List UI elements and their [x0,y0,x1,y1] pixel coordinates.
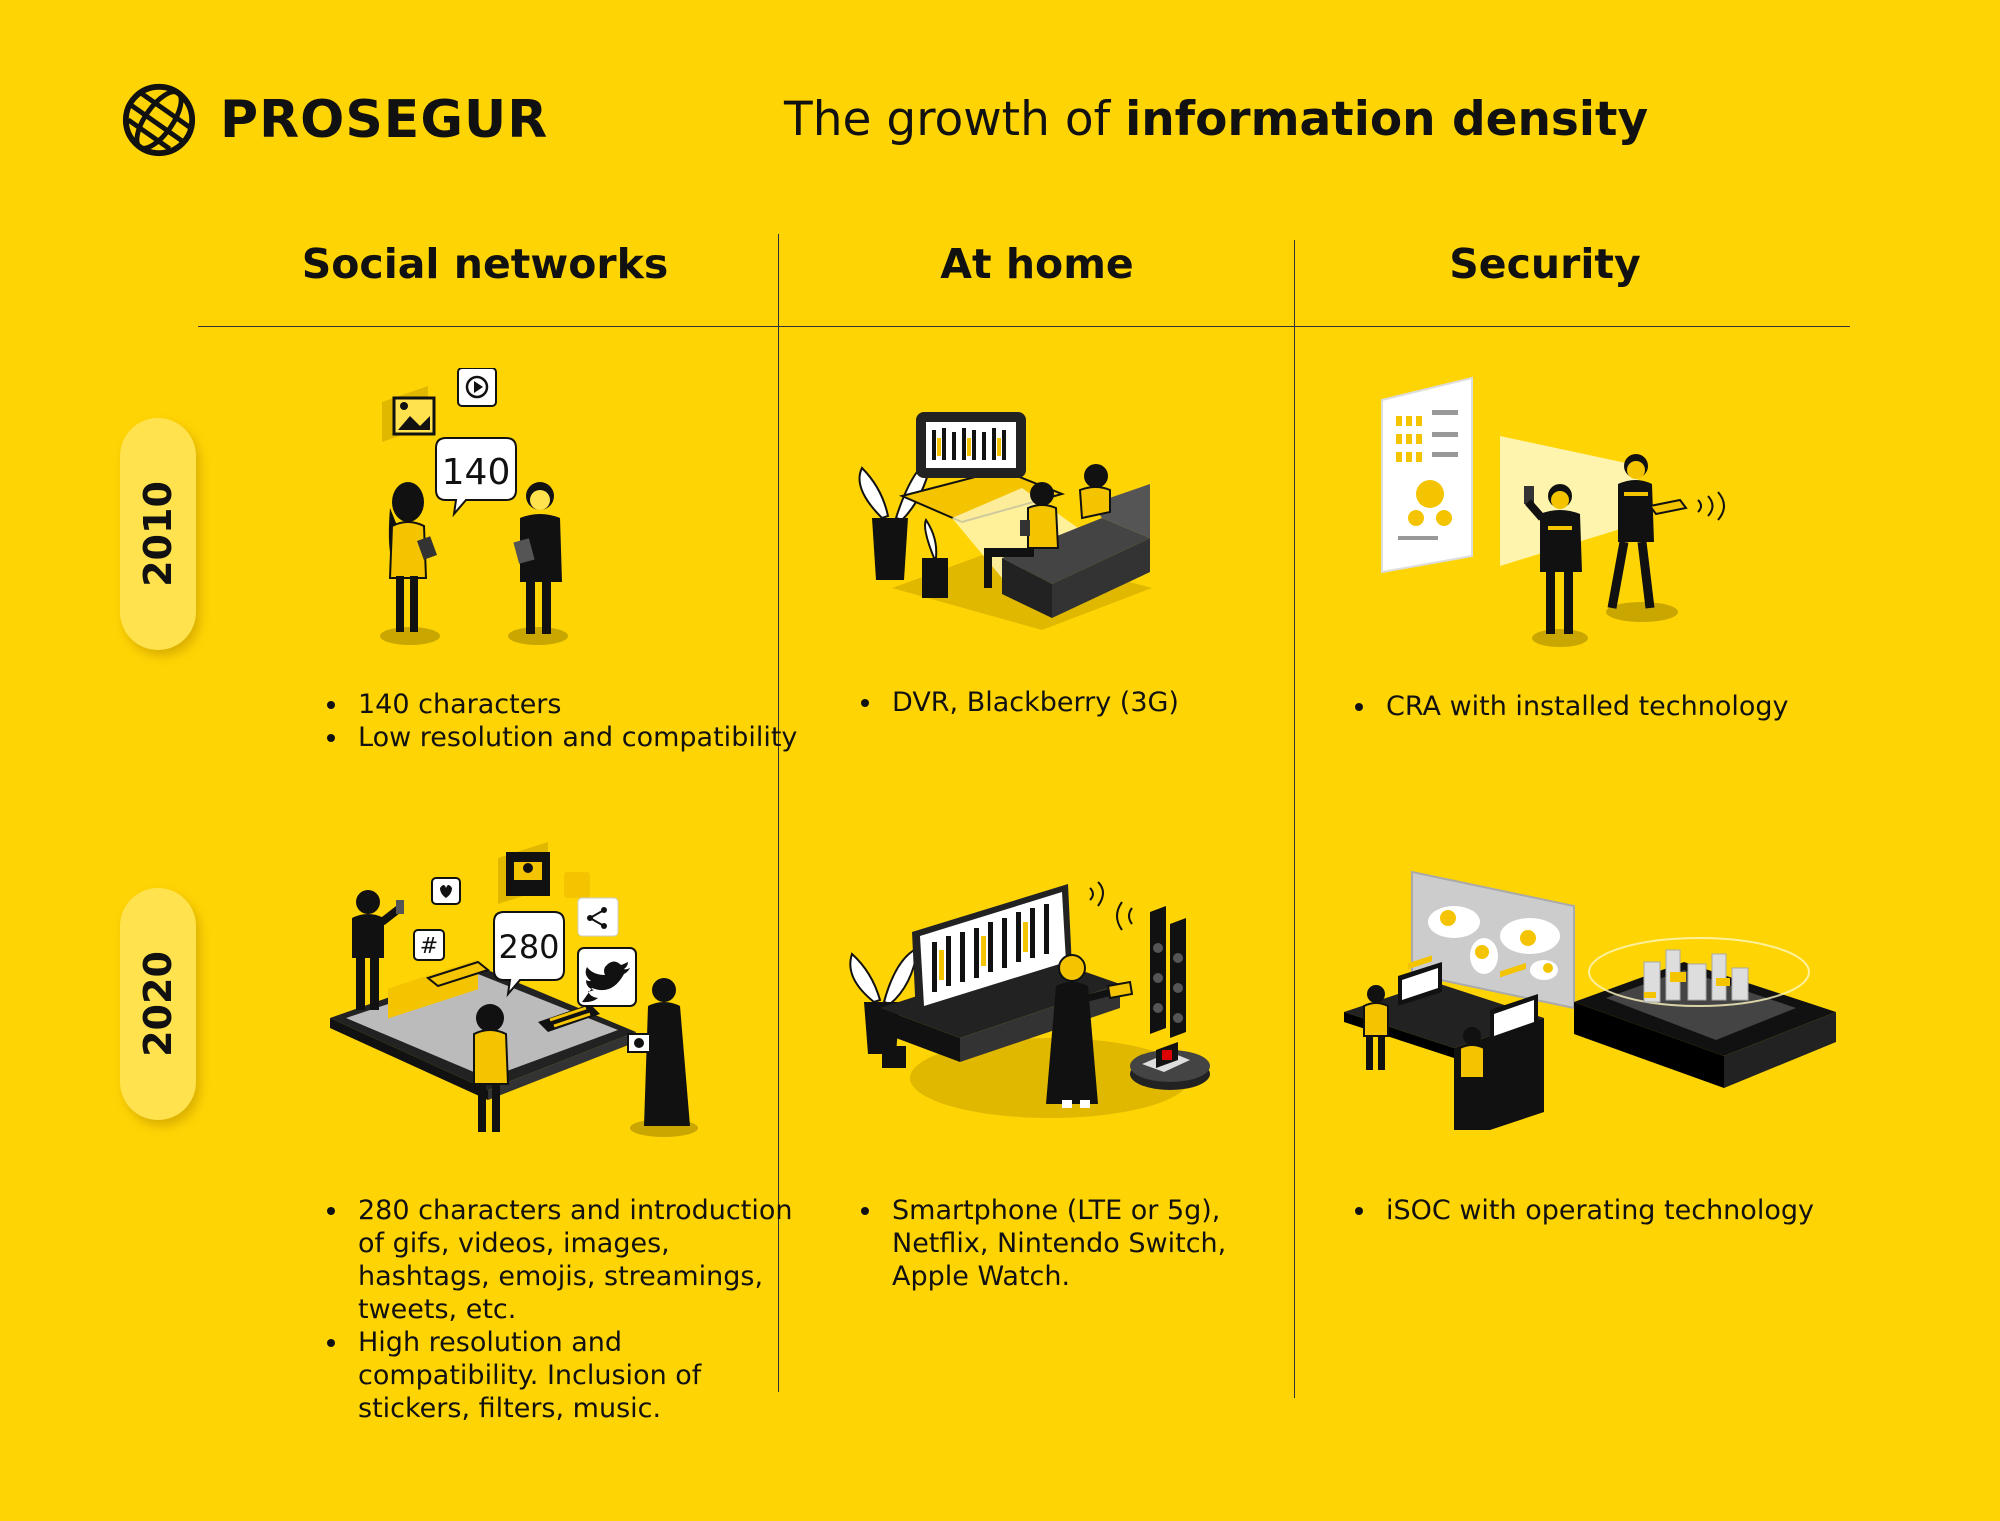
social-networks-2010-list: 140 characters Low resolution and compat… [318,688,800,754]
svg-text:#: # [420,934,438,959]
column-heading-security: Security [1449,240,1641,288]
list-item: DVR, Blackberry (3G) [884,686,1304,719]
social-networks-2020-illustration: # 280 [330,842,698,1137]
char-count-280: 280 [498,928,559,966]
at-home-2010-list: DVR, Blackberry (3G) [852,686,1304,719]
list-item: High resolution and compatibility. Inclu… [350,1326,800,1425]
social-networks-2010-illustration: 140 [380,368,568,645]
at-home-2010-illustration [858,412,1152,630]
column-heading-at-home: At home [940,240,1134,288]
header-divider [198,326,1850,327]
list-item: 280 characters and introduction of gifs,… [350,1194,800,1326]
social-networks-2020-list: 280 characters and introduction of gifs,… [318,1194,800,1425]
logo: PROSEGUR [120,80,720,160]
page-title-light: The growth of [784,92,1126,147]
security-2010-illustration [1381,376,1725,647]
brand-name: PROSEGUR [220,90,549,150]
column-heading-social-networks: Social networks [301,240,669,288]
security-2010-list: CRA with installed technology [1346,690,1878,723]
globe-icon [122,83,196,157]
security-2020-list: iSOC with operating technology [1346,1194,1878,1227]
list-item: iSOC with operating technology [1378,1194,1878,1227]
column-divider [1294,240,1295,1398]
security-2020-illustration [1344,870,1836,1130]
column-divider [778,234,779,1392]
char-count-140: 140 [442,452,511,493]
page-title-bold: information density [1125,92,1649,147]
year-pill-2020: 2020 [120,888,196,1120]
page-title: The growth of information density [784,92,1648,147]
list-item: Low resolution and compatibility [350,721,800,754]
year-pill-2010: 2010 [120,418,196,650]
list-item: CRA with installed technology [1378,690,1878,723]
list-item: 140 characters [350,688,800,721]
list-item: Smartphone (LTE or 5g), Netflix, Nintend… [884,1194,1304,1293]
year-label: 2010 [136,481,181,587]
at-home-2020-illustration [849,881,1210,1118]
at-home-2020-list: Smartphone (LTE or 5g), Netflix, Nintend… [852,1194,1304,1293]
year-label: 2020 [136,951,181,1057]
